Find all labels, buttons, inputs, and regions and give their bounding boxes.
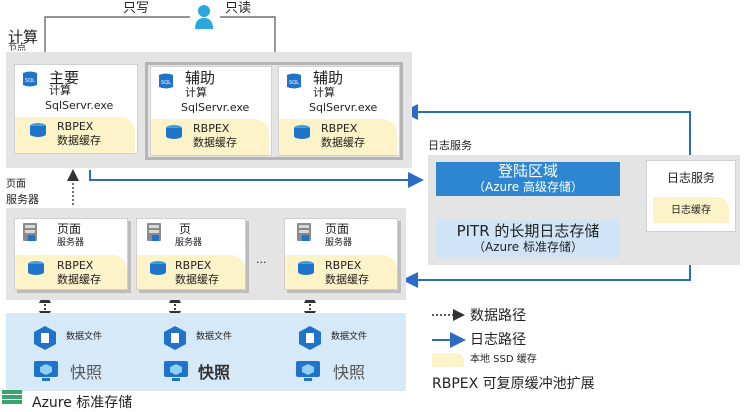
secondary-1-sub: 计算 (185, 86, 207, 99)
primary-compute-node: SQL 主要 计算 SqlServr.exe RBPEX 数据缓存 (14, 64, 138, 154)
legend-ssd-swatch (432, 353, 464, 367)
svg-text:SQL: SQL (289, 80, 299, 86)
azure-storage-panel (6, 313, 406, 391)
secondary-1-rbpex: RBPEX (193, 122, 230, 135)
server-icon (297, 223, 311, 241)
user-icon (194, 4, 214, 30)
page-server-2-name: 页 (179, 222, 192, 236)
write-only-label: 只写 (123, 1, 150, 16)
primary-name: 主要 (49, 69, 80, 87)
rbpex-icon (30, 123, 46, 137)
secondary-2-exe: SqlServr.exe (309, 101, 378, 114)
data-file-label-3: 数据文件 (331, 332, 368, 342)
secondary-2-sub: 计算 (313, 86, 335, 99)
sql-server-icon: SQL (287, 73, 301, 89)
rbpex-icon (298, 261, 314, 275)
sql-server-icon: SQL (23, 71, 37, 87)
log-path-logservice-to-compute (402, 104, 691, 160)
page-server-3-cache-label: 数据缓存 (325, 273, 369, 286)
data-file-icon (299, 326, 321, 350)
snapshot-icon (164, 361, 188, 381)
compute-title: 计算 (8, 28, 39, 46)
azure-storage-title: Azure 标准存储 (32, 395, 133, 411)
log-service-node-title: 日志服务 (666, 171, 715, 185)
page-server-2: 页 服务器 RBPEX 数据缓存 (136, 218, 246, 290)
page-server-3: 页面 服务器 RBPEX 数据缓存 (284, 218, 398, 290)
snapshot-label-1: 快照 (70, 363, 103, 382)
azure-storage-icon (2, 390, 22, 404)
rbpex-icon (294, 125, 310, 139)
data-file-icon (164, 326, 186, 350)
secondary-2-cache: 数据缓存 (321, 136, 365, 149)
rbpex-icon (166, 125, 182, 139)
page-server-2-rbpex: RBPEX (175, 259, 212, 272)
secondary-compute-node-2: SQL 辅助 计算 SqlServr.exe RBPEX 数据缓存 (278, 66, 400, 156)
data-file-icon (34, 326, 56, 350)
log-service-title: 日志服务 (428, 139, 472, 152)
pitr-storage-box: PITR 的长期日志存储 （Azure 标准存储） (436, 220, 620, 258)
legend-log-path: 日志路径 (470, 332, 526, 348)
snapshot-icon (296, 361, 320, 381)
write-path-line (40, 16, 190, 65)
snapshot-label-3: 快照 (333, 363, 366, 382)
rbpex-icon (150, 261, 166, 275)
log-path-compute-to-landing (89, 170, 424, 188)
page-server-3-sub: 服务器 (325, 238, 353, 248)
primary-sub: 计算 (49, 84, 71, 97)
page-server-1-name: 页面 (57, 222, 82, 236)
legend-rbpex: RBPEX 可复原缓冲池扩展 (432, 376, 595, 392)
pitr-title: PITR 的长期日志存储 (456, 222, 600, 240)
page-server-1-sub: 服务器 (57, 238, 85, 248)
landing-zone-box: 登陆区域 （Azure 高级存储） (436, 162, 620, 196)
page-server-1: 页面 服务器 RBPEX 数据缓存 (14, 218, 128, 290)
secondary-1-name: 辅助 (185, 69, 216, 87)
data-file-label-2: 数据文件 (196, 332, 233, 342)
page-server-3-name: 页面 (325, 222, 350, 236)
landing-zone-title: 登陆区域 (497, 162, 558, 180)
legend-ssd-cache: 本地 SSD 缓存 (470, 354, 537, 365)
compute-subtitle: 节点 (8, 43, 27, 53)
secondary-group (145, 62, 403, 160)
primary-cache: 数据缓存 (57, 134, 101, 147)
page-server-2-sub: 服务器 (175, 238, 203, 248)
snapshot-label-2: 快照 (198, 363, 231, 382)
secondary-2-rbpex: RBPEX (321, 122, 358, 135)
snapshot-icon (34, 361, 58, 381)
page-server-3-rbpex: RBPEX (325, 259, 362, 272)
secondary-1-cache: 数据缓存 (193, 136, 237, 149)
data-file-label-1: 数据文件 (66, 332, 103, 342)
page-servers-ellipsis: ... (256, 253, 267, 266)
secondary-2-name: 辅助 (313, 69, 344, 87)
page-server-1-rbpex: RBPEX (57, 259, 94, 272)
secondary-compute-node-1: SQL 辅助 计算 SqlServr.exe RBPEX 数据缓存 (150, 66, 272, 156)
read-path-line (220, 16, 280, 65)
landing-zone-sub: （Azure 高级存储） (473, 180, 583, 194)
legend-data-path: 数据路径 (470, 308, 526, 324)
rbpex-icon (28, 261, 44, 275)
secondary-1-exe: SqlServr.exe (181, 101, 250, 114)
server-icon (147, 223, 161, 241)
page-servers-title-1: 页面 (6, 179, 26, 190)
page-server-2-cache-label: 数据缓存 (175, 273, 219, 286)
page-servers-title-2: 服务器 (6, 193, 39, 206)
primary-exe: SqlServr.exe (45, 99, 114, 112)
primary-rbpex: RBPEX (57, 120, 94, 133)
page-server-1-cache-label: 数据缓存 (57, 273, 101, 286)
svg-text:SQL: SQL (25, 78, 35, 84)
log-service-node: 日志服务 日志缓存 (646, 160, 736, 232)
pitr-sub: （Azure 标准存储） (473, 240, 583, 254)
log-cache-label: 日志缓存 (671, 205, 711, 216)
svg-text:SQL: SQL (161, 80, 171, 86)
server-icon (23, 223, 37, 241)
sql-server-icon: SQL (159, 73, 173, 89)
log-cache-box (653, 197, 729, 223)
read-only-label: 只读 (225, 1, 252, 16)
